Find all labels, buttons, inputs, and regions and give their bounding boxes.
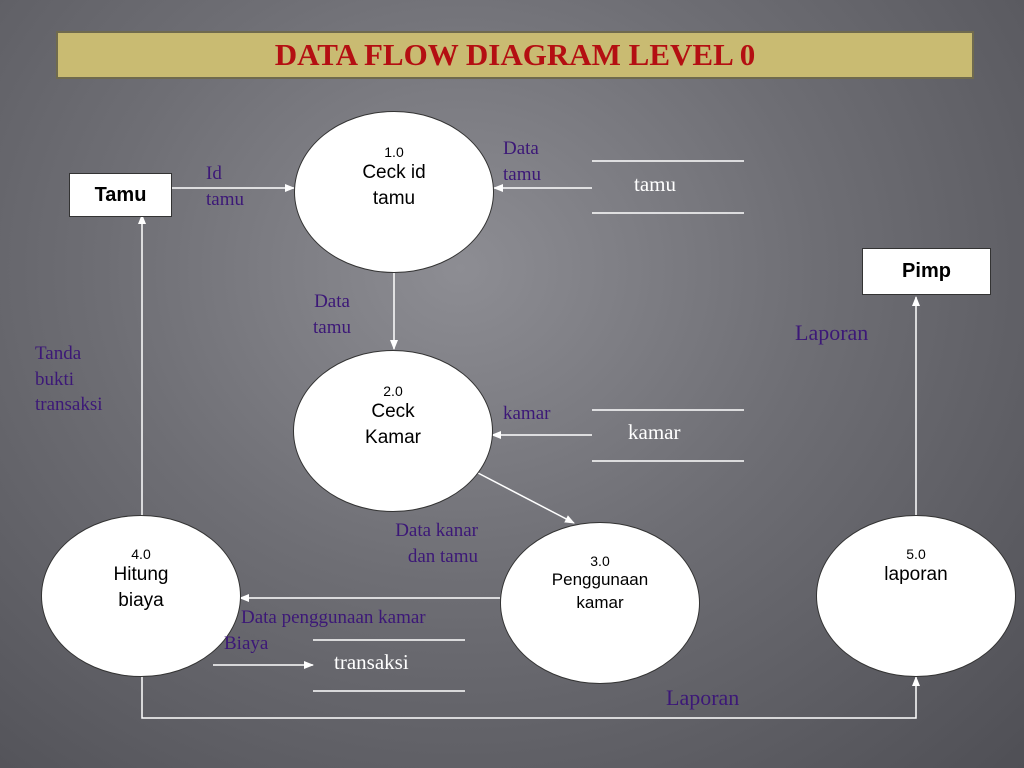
data-store-tamu: tamu	[634, 172, 676, 196]
process-name-line: biaya	[118, 589, 164, 611]
process-number: 4.0	[131, 546, 151, 562]
flow-label-tanda-bukti: Tanda bukti transaksi	[35, 341, 103, 418]
flow-label-laporan-bottom: Laporan	[666, 685, 740, 710]
entity-tamu: Tamu	[69, 173, 172, 217]
data-store-kamar: kamar	[628, 420, 681, 444]
process-number: 1.0	[384, 144, 404, 160]
entity-pimp: Pimp	[862, 248, 991, 295]
process-number: 5.0	[906, 546, 926, 562]
flow-label-laporan-pimp: Laporan	[795, 320, 869, 345]
process-ceck-id-tamu: 1.0 Ceck id tamu	[294, 111, 494, 273]
process-name-line: kamar	[576, 592, 624, 612]
flow-label-line: tamu	[503, 163, 541, 185]
process-penggunaan-kamar: 3.0 Penggunaan kamar	[500, 522, 700, 684]
process-number: 2.0	[383, 383, 403, 399]
flow-label-data-tamu-store: Data tamu	[503, 136, 541, 187]
title-banner: DATA FLOW DIAGRAM LEVEL 0	[56, 31, 974, 79]
process-name-line: Ceck id	[362, 162, 426, 183]
process-hitung-biaya: 4.0 Hitung biaya	[41, 515, 241, 677]
flow-label-biaya: Biaya	[224, 633, 269, 654]
flow-label-line: Id	[206, 163, 222, 184]
process-name-line: laporan	[884, 564, 948, 585]
flow-label-kamar: kamar	[503, 403, 551, 424]
flow-label-line: transaksi	[35, 394, 103, 416]
arrow-ceck-kamar-to-penggunaan	[477, 472, 575, 524]
process-name-line: tamu	[372, 187, 416, 209]
process-name-line: Hitung	[113, 564, 169, 585]
process-name-line: Kamar	[365, 426, 421, 448]
flow-label-data-tamu-down: Data tamu	[313, 289, 351, 340]
flow-label-line: bukti	[35, 368, 75, 390]
process-ceck-kamar: 2.0 Ceck Kamar	[293, 350, 493, 512]
flow-label-line: Tanda	[35, 343, 82, 364]
process-name-line: Ceck	[371, 401, 415, 422]
flow-label-data-kamar-tamu: Data kanar dan tamu	[364, 518, 478, 569]
flow-label-line: Data	[314, 291, 350, 312]
flow-label-data-penggunaan: Data penggunaan kamar	[241, 607, 426, 628]
process-number: 3.0	[590, 553, 610, 569]
flow-label-id-tamu: Id tamu	[206, 161, 244, 212]
flow-label-line: Data kanar	[395, 520, 478, 541]
flow-label-line: tamu	[206, 188, 244, 210]
process-laporan: 5.0 laporan	[816, 515, 1016, 677]
data-store-transaksi: transaksi	[334, 650, 409, 674]
flow-label-line: tamu	[313, 316, 351, 338]
flow-label-line: Data	[503, 138, 539, 159]
process-name-line: Penggunaan	[551, 570, 649, 589]
page-title: DATA FLOW DIAGRAM LEVEL 0	[274, 37, 756, 72]
flow-label-line: dan tamu	[407, 545, 478, 567]
arrow-hitung-to-laporan	[141, 675, 920, 719]
